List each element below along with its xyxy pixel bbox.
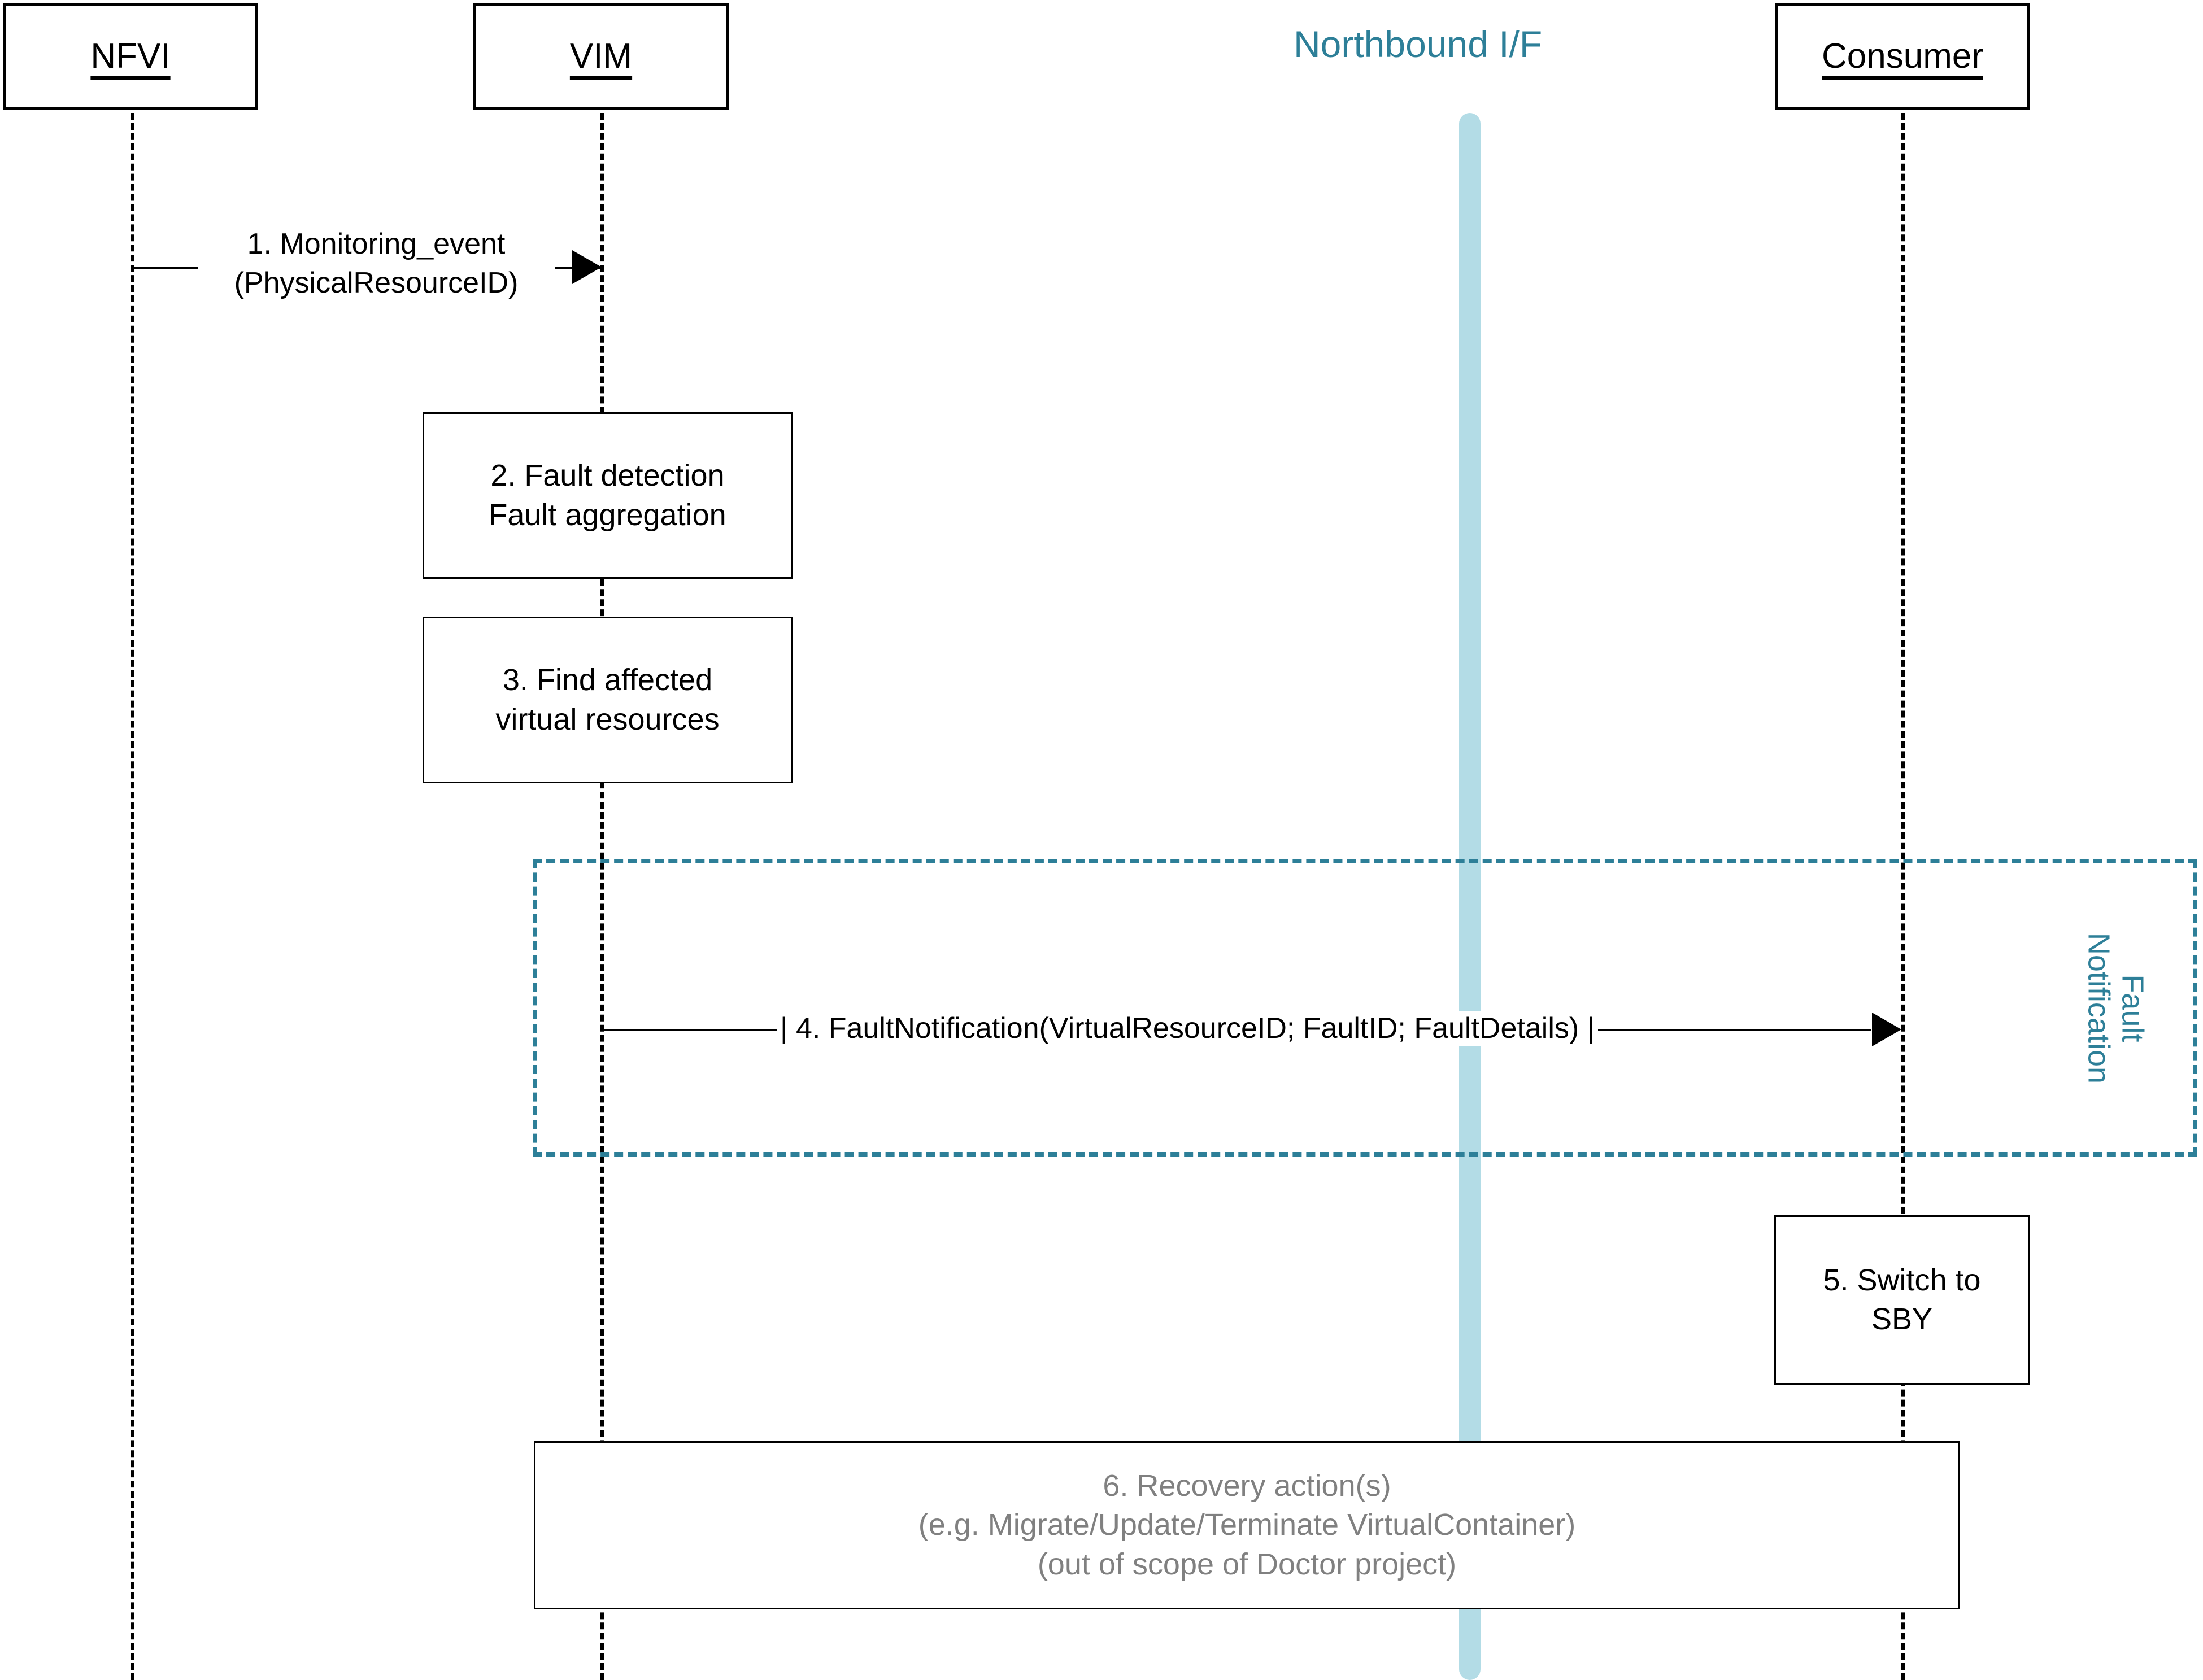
lifeline-head-consumer[interactable]: Consumer — [1775, 3, 2030, 110]
fault-notification-fragment-label: Fault Notification — [2082, 895, 2150, 1121]
action-box-recovery-actions[interactable]: 6. Recovery action(s) (e.g. Migrate/Upda… — [534, 1441, 1960, 1609]
action-box-switch-to-sby[interactable]: 5. Switch to SBY — [1774, 1215, 2030, 1385]
lifeline-consumer — [1901, 113, 1905, 1680]
action-box-5-line1: 5. Switch to — [1823, 1263, 1981, 1297]
fault-notification-fragment-frame[interactable] — [533, 859, 2197, 1157]
lifeline-head-vim[interactable]: VIM — [473, 3, 729, 110]
message-1-label-line1: 1. Monitoring_event — [247, 228, 506, 260]
northbound-interface-label: Northbound I/F — [1294, 23, 1543, 65]
action-box-fault-detection[interactable]: 2. Fault detection Fault aggregation — [423, 412, 793, 579]
action-box-5-line2: SBY — [1871, 1302, 1933, 1336]
message-1-arrowhead — [572, 250, 602, 284]
message-1-label: 1. Monitoring_event (PhysicalResourceID) — [198, 225, 555, 303]
action-box-find-affected-resources[interactable]: 3. Find affected virtual resources — [423, 617, 793, 783]
action-box-6-line1: 6. Recovery action(s) — [1103, 1469, 1391, 1503]
action-box-6-line3: (out of scope of Doctor project) — [1037, 1547, 1457, 1581]
action-box-2-line2: Fault aggregation — [489, 498, 726, 532]
fragment-label-line2: Notification — [2082, 932, 2115, 1084]
lifeline-head-label-vim: VIM — [569, 37, 633, 76]
lifeline-nfvi — [131, 113, 134, 1680]
message-4-label-text: | 4. FaultNotification(VirtualResourceID… — [780, 1012, 1595, 1045]
lifeline-vim — [600, 113, 604, 1680]
action-box-2-line1: 2. Fault detection — [490, 459, 725, 493]
message-1-label-line2: (PhysicalResourceID) — [234, 266, 519, 299]
message-4-arrowhead — [1872, 1013, 1901, 1046]
action-box-3-line2: virtual resources — [495, 702, 720, 736]
lifeline-head-nfvi[interactable]: NFVI — [3, 3, 258, 110]
action-box-3-line1: 3. Find affected — [502, 663, 713, 697]
lifeline-head-label-nfvi: NFVI — [90, 37, 171, 76]
northbound-interface-bar — [1459, 113, 1481, 1680]
lifeline-head-label-consumer: Consumer — [1822, 37, 1983, 76]
message-4-label: | 4. FaultNotification(VirtualResourceID… — [777, 1011, 1599, 1047]
fragment-label-line1: Fault — [2115, 974, 2150, 1042]
action-box-6-line2: (e.g. Migrate/Update/Terminate VirtualCo… — [918, 1508, 1576, 1542]
